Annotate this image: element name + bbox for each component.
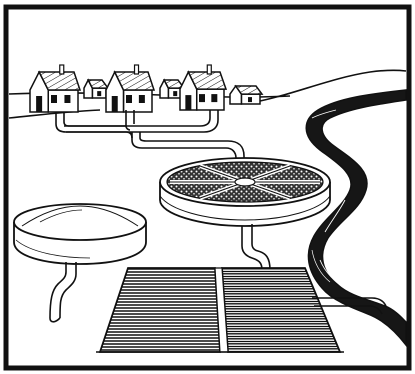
drying-beds [96,268,344,352]
circular-trickling-filter [160,158,330,226]
house-icon [230,86,262,104]
house-icon [84,80,108,98]
settling-tank [14,204,146,264]
